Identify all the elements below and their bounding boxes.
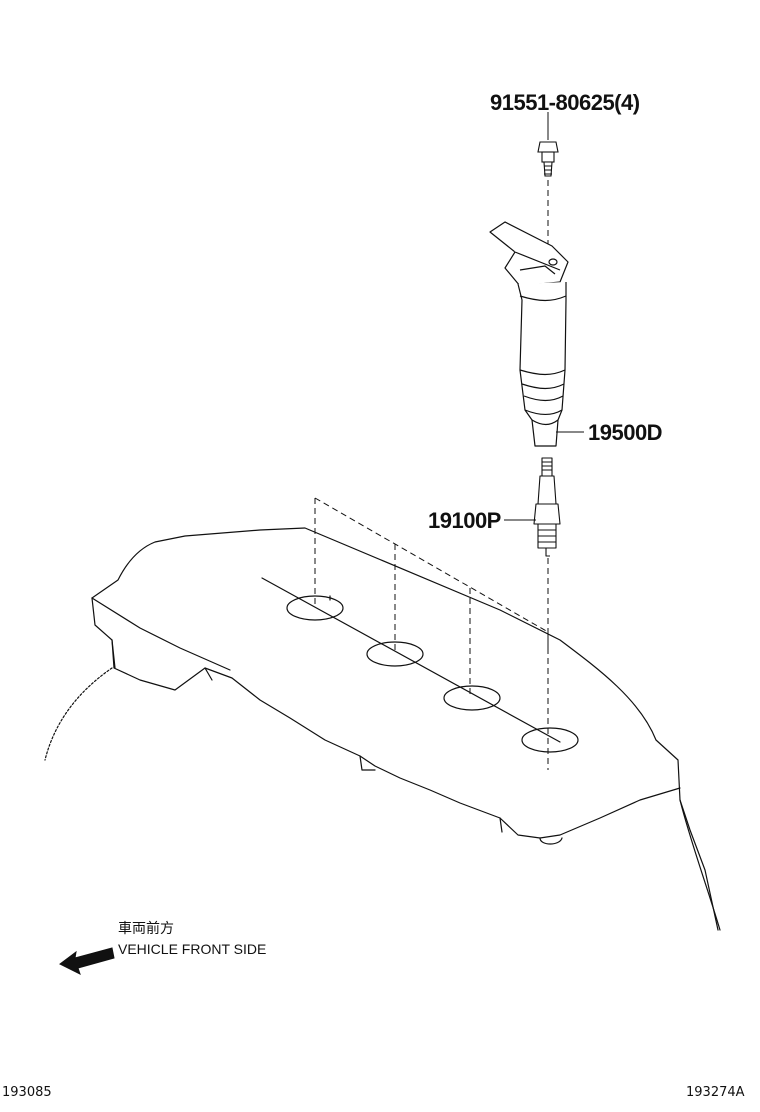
plug-part-number: 19100P (428, 508, 501, 533)
bolt-illustration (537, 141, 559, 177)
engine-block-curve-left (44, 667, 113, 761)
arrow-left-icon (59, 947, 115, 975)
direction-label-jp: 車両前方 (118, 921, 174, 937)
plug-well-2 (366, 641, 424, 667)
bolt-part-number: 91551-80625(4) (490, 90, 640, 115)
ignition-coil-illustration (489, 221, 569, 447)
plug-well-4 (521, 727, 579, 753)
direction-label-en: VEHICLE FRONT SIDE (118, 941, 267, 957)
plug-well-1 (286, 595, 344, 621)
spark-plug-illustration (533, 457, 561, 557)
footer-right-code: 193274A (686, 1085, 745, 1100)
engine-cover-outline (91, 527, 719, 931)
footer-left-code: 193085 (2, 1085, 52, 1100)
engine-block-curve-right (679, 799, 721, 931)
coil-part-number: 19500D (588, 420, 663, 445)
guide-box-top (314, 497, 549, 633)
plug-well-3 (443, 685, 501, 711)
